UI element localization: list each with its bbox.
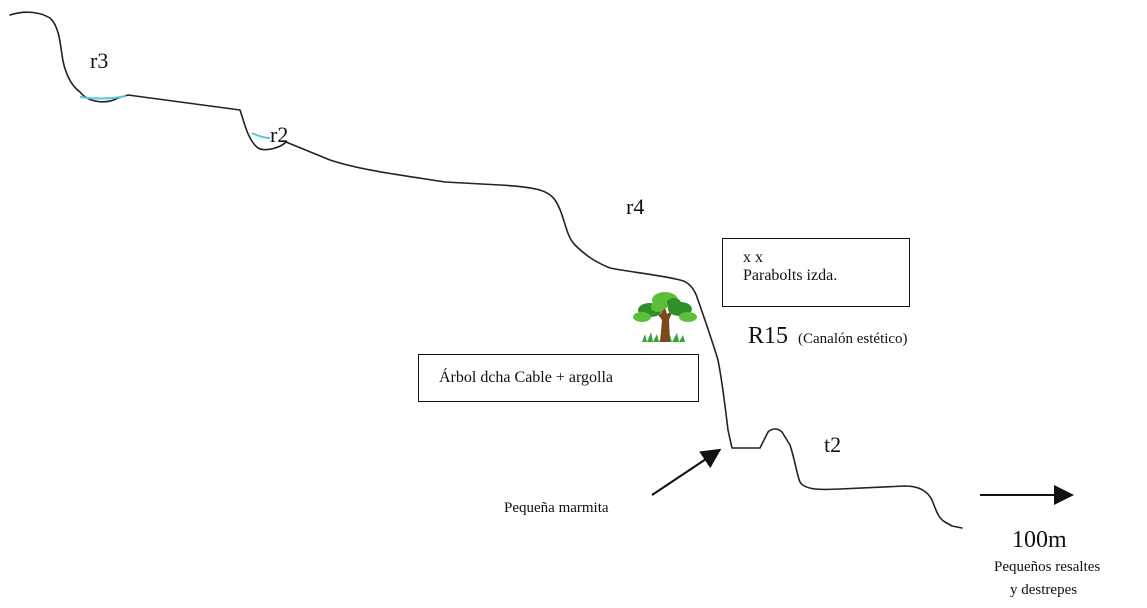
parabolts-marks: x x [743,249,763,266]
pool-water-r2 [251,132,271,139]
label-r15: R15 [748,323,789,349]
label-r15-note: (Canalón estético) [798,331,908,347]
label-distance: 100m [1012,527,1067,553]
label-resaltes-line2: y destrepes [1010,582,1078,598]
arbol-text: Árbol dcha Cable + argolla [439,369,614,386]
label-r15-group: R15 (Canalón estético) [748,324,908,348]
pool-water-r3 [79,95,127,100]
parabolts-box: x x Parabolts izda. [722,238,910,307]
label-resaltes-line1: Pequeños resaltes [994,559,1101,575]
parabolts-text: Parabolts izda. [743,267,838,285]
label-r4: r4 [626,194,645,219]
tree-icon [633,292,697,342]
label-r2: r2 [270,122,289,147]
label-marmita: Pequeña marmita [504,500,609,516]
arbol-box: Árbol dcha Cable + argolla [418,354,699,402]
canyon-profile-line [9,11,963,529]
label-t2: t2 [824,432,842,457]
arrow-icon [651,448,722,496]
label-r3: r3 [90,48,109,73]
